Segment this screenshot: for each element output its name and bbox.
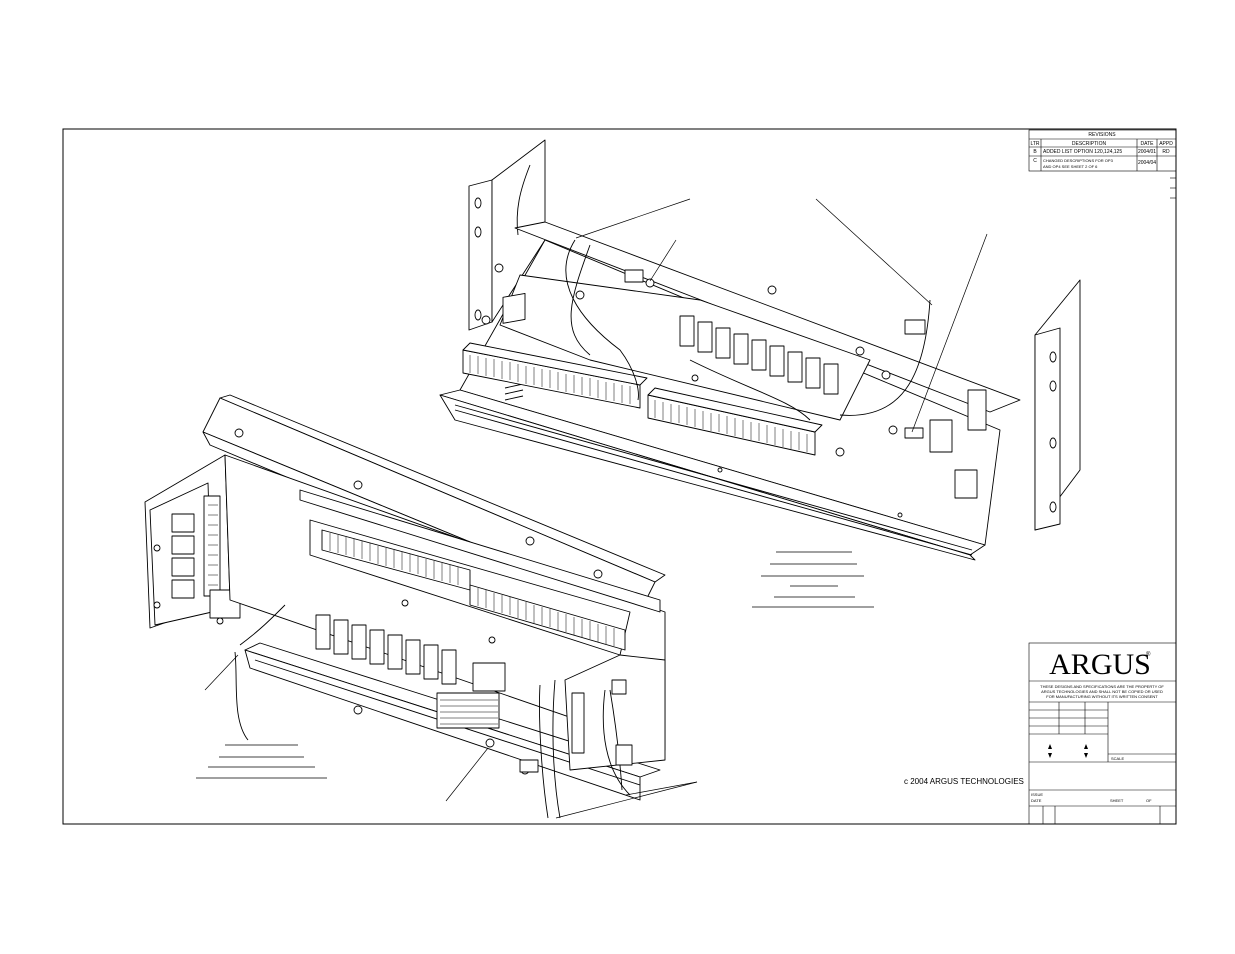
upper-assembly-drawing [439,139,1081,561]
lower-terminal-details [208,504,615,725]
revision-b-appd: RD [1162,149,1170,155]
proprietary-notice-line3: FOR MANUFACTURING WITHOUT ITS WRITTEN CO… [1046,694,1158,699]
revision-c-ltr: C [1033,158,1037,164]
of-label: OF [1146,798,1152,803]
copyright-notice: c 2004 ARGUS TECHNOLOGIES [904,777,1024,786]
proprietary-notice-line1: THESE DESIGNS AND SPECIFICATIONS ARE THE… [1040,684,1164,689]
revision-b-date: 2004/01 [1138,149,1156,155]
revision-c-description-line1: CHANGED DESCRIPTIONS FOR OP3 [1043,158,1114,163]
revisions-header-ltr: LTR [1030,141,1039,147]
registered-mark: ® [1146,651,1151,658]
revisions-header-appd: APPD [1159,141,1173,147]
issue-label: ISSUE [1031,792,1043,797]
revisions-title: REVISIONS [1088,132,1116,138]
revision-c-description-line2: AND OP4 SEE SHEET 2 OF 6 [1043,164,1098,169]
revisions-header-date: DATE [1141,141,1155,147]
revisions-header-description: DESCRIPTION [1072,141,1107,147]
note-underlines [196,551,874,779]
sheet-label: SHEET [1110,798,1124,803]
argus-logo: ARGUS [1049,648,1151,681]
date-label: DATE [1031,798,1042,803]
revision-b-description: ADDED LIST OPTION 120,124,125 [1043,149,1122,155]
drawing-border [62,128,1177,825]
title-block [1028,642,1177,825]
upper-terminal-details [469,355,808,452]
lower-assembly-drawing [144,394,666,819]
scale-label: SCALE [1111,756,1124,761]
proprietary-notice-line2: ARGUS TECHNOLOGIES AND SHALL NOT BE COPI… [1041,689,1163,694]
revision-b-ltr: B [1033,149,1037,155]
dimension-arrows [1048,744,1088,758]
revision-c-date: 2004/04 [1138,160,1156,166]
revisions-table [1028,129,1177,205]
leader-lines [204,198,988,819]
